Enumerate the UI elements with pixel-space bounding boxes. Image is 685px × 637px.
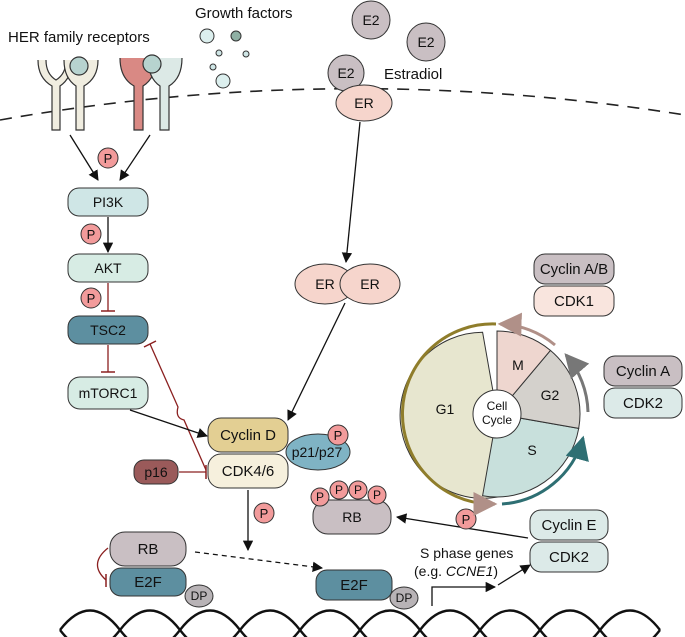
- arc-g1: [401, 322, 498, 516]
- phospho-rb-cdk2: P: [455, 508, 477, 530]
- svg-text:TSC2: TSC2: [90, 322, 126, 338]
- svg-text:p21/p27: p21/p27: [292, 444, 343, 460]
- e2-molecule-3: E2: [327, 54, 365, 92]
- dna-helix: [59, 609, 661, 637]
- svg-text:P: P: [87, 227, 96, 242]
- e2f-dp-free: E2F DP: [315, 569, 419, 610]
- cdk2-e-node: CDK2: [529, 541, 609, 573]
- svg-text:P: P: [260, 506, 269, 521]
- svg-text:M: M: [512, 357, 524, 373]
- svg-text:CDK4/6: CDK4/6: [222, 463, 275, 480]
- s-phase-genes-label: S phase genes: [420, 545, 513, 561]
- svg-text:E2: E2: [417, 34, 434, 50]
- cell-cycle-wheel: Cell Cycle G1 S G2 M: [399, 330, 581, 499]
- cell-cycle-center: [472, 389, 522, 439]
- svg-text:CDK1: CDK1: [554, 293, 594, 310]
- svg-text:Cycle: Cycle: [482, 413, 512, 427]
- arrow-receptor-to-pi3k-1: [69, 134, 99, 181]
- er-dimer: ER ER: [294, 263, 401, 305]
- cyclin-d-node: Cyclin D: [207, 417, 289, 453]
- svg-text:G2: G2: [541, 387, 560, 403]
- her-receptor-2: [63, 56, 99, 131]
- cyclin-ab-node: Cyclin A/B: [533, 253, 615, 285]
- svg-text:E2F: E2F: [134, 574, 162, 591]
- mtorc1-node: mTORC1: [67, 376, 149, 410]
- p16-node: p16: [133, 459, 179, 485]
- cdk1-node: CDK1: [533, 285, 615, 317]
- inhibit-tsc2-to-cdk46: [149, 343, 207, 471]
- svg-text:P: P: [354, 483, 362, 497]
- her-receptors-label: HER family receptors: [8, 29, 150, 46]
- arc-g2: [564, 353, 590, 413]
- svg-text:Cyclin A/B: Cyclin A/B: [540, 261, 608, 278]
- svg-text:Cyclin A: Cyclin A: [616, 363, 670, 380]
- e2-molecule-2: E2: [406, 22, 446, 62]
- svg-text:P: P: [316, 490, 324, 504]
- svg-text:RB: RB: [138, 541, 159, 558]
- svg-text:P: P: [334, 428, 343, 443]
- svg-text:P: P: [335, 483, 343, 497]
- svg-text:Cell: Cell: [487, 399, 508, 413]
- svg-text:DP: DP: [191, 589, 208, 603]
- phospho-pi3k: P: [97, 147, 119, 169]
- cdk2-a-node: CDK2: [603, 387, 683, 419]
- arrow-transcription: [431, 581, 497, 606]
- svg-text:P: P: [87, 291, 96, 306]
- svg-text:PI3K: PI3K: [93, 194, 124, 210]
- cyclin-e-node: Cyclin E: [529, 509, 609, 541]
- svg-text:P: P: [462, 512, 471, 527]
- svg-text:E2: E2: [362, 12, 379, 28]
- e2-molecule-1: E2: [351, 0, 391, 40]
- arc-m: [497, 312, 556, 347]
- svg-text:DP: DP: [396, 591, 413, 605]
- estradiol-label: Estradiol: [384, 66, 442, 83]
- phospho-tsc2: P: [80, 287, 102, 309]
- pi3k-node: PI3K: [67, 187, 149, 217]
- svg-text:ER: ER: [315, 276, 334, 292]
- svg-text:E2: E2: [337, 65, 354, 81]
- svg-text:CDK2: CDK2: [623, 395, 663, 412]
- svg-text:ER: ER: [354, 95, 373, 111]
- growth-factor-particles: [199, 28, 250, 89]
- phospho-p21p27: P: [327, 424, 349, 446]
- cyclin-a-node: Cyclin A: [603, 355, 683, 387]
- arrow-e2f-release: [194, 551, 324, 572]
- rb-phosphorylated: RB P P P P: [310, 480, 392, 535]
- growth-factors-label: Growth factors: [195, 5, 293, 22]
- svg-text:RB: RB: [342, 509, 361, 525]
- arc-s: [501, 435, 589, 506]
- svg-text:p16: p16: [144, 464, 168, 480]
- cdk46-node: CDK4/6: [207, 453, 289, 489]
- arrow-mtorc1-to-cyclin-d: [129, 409, 208, 438]
- svg-text:CDK2: CDK2: [549, 549, 589, 566]
- svg-text:mTORC1: mTORC1: [79, 385, 138, 401]
- m-sector: [496, 330, 552, 416]
- svg-text:P: P: [104, 151, 113, 166]
- arrow-er-to-dimer: [341, 121, 361, 264]
- rb-e2f-complex: RB E2F DP: [109, 531, 214, 608]
- phospho-akt: P: [80, 223, 102, 245]
- g1-sector: [399, 331, 499, 499]
- tsc2-node: TSC2: [67, 315, 149, 345]
- svg-text:P: P: [373, 488, 381, 502]
- akt-node: AKT: [67, 253, 149, 283]
- svg-text:E2F: E2F: [340, 577, 368, 594]
- er-receptor: ER: [335, 84, 393, 122]
- svg-text:Cyclin D: Cyclin D: [220, 427, 276, 444]
- svg-text:S: S: [527, 442, 536, 458]
- arrow-receptor-to-pi3k-2: [119, 134, 151, 181]
- phospho-cdk46: P: [253, 502, 275, 524]
- svg-text:AKT: AKT: [94, 260, 122, 276]
- arrow-to-cyclin-e: [497, 564, 531, 586]
- her-receptor-4: [142, 54, 183, 131]
- svg-text:Cyclin E: Cyclin E: [541, 517, 596, 534]
- inhibit-rb-to-e2f: [96, 547, 109, 581]
- svg-text:ER: ER: [360, 276, 379, 292]
- s-phase-example-label: (e.g. CCNE1): [414, 563, 498, 579]
- svg-text:G1: G1: [436, 401, 455, 417]
- arrow-dimer-to-cyclin-d: [287, 302, 346, 421]
